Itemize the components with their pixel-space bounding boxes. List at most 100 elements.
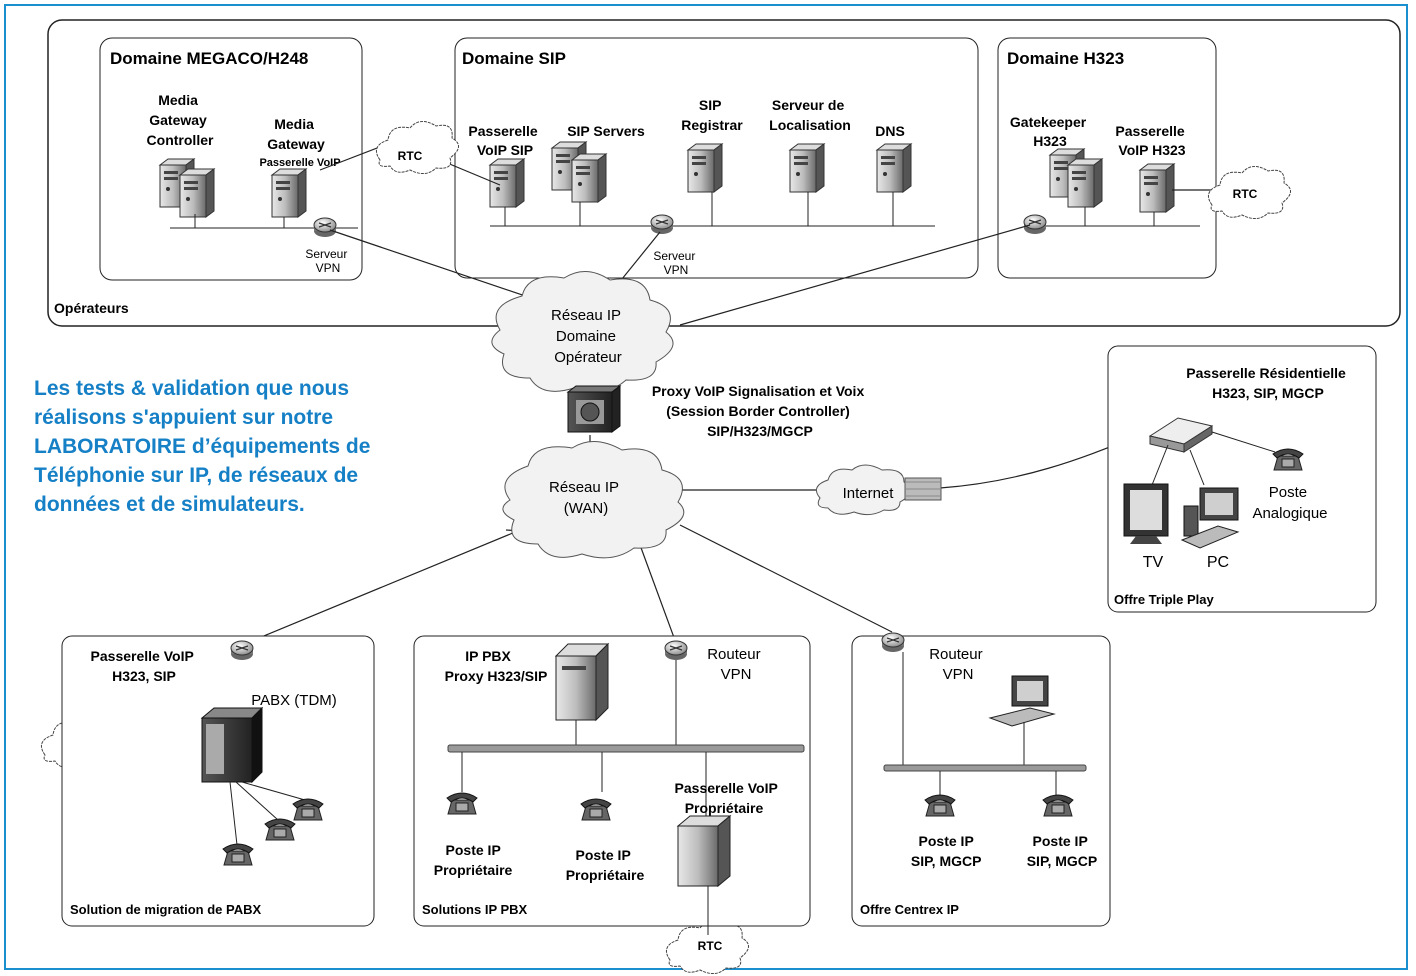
ippbx-router-icon [664, 640, 688, 661]
h323-passerelle-icon [1139, 163, 1175, 213]
sip-servers-label: SIP Servers [567, 123, 645, 139]
megaco-vpn-label-2: VPN [316, 261, 341, 275]
sip-vpn-router-icon [650, 214, 674, 235]
svg-text:Media Gateway: Media Gateway [267, 116, 325, 152]
ippbx-box: IP PBX Proxy H323/SIP Routeur VPN Poste … [413, 635, 811, 935]
tv-label: TV [1143, 554, 1164, 571]
pabx-passerelle-label-1: Passerelle VoIP [91, 648, 194, 664]
megaco-passerelle-label: Passerelle VoIP [259, 157, 340, 169]
ippbx-poste-2-label-1: Poste IP [576, 847, 631, 863]
proxy-label-2: (Session Border Controller) [666, 403, 850, 419]
sip-server-2-icon [571, 153, 607, 203]
ippbx-passerelle-icon [676, 814, 732, 888]
centrex-phone-2-icon [1042, 794, 1074, 817]
centrex-router-icon [881, 632, 905, 653]
pc-icon [1180, 487, 1240, 549]
svg-text:Passerelle VoIP Propriét: Passerelle VoIP Propriétaire [675, 780, 782, 816]
ip-operator-cloud: Réseau IP Domaine Opérateur [491, 271, 674, 393]
intro-text: Les tests & validation que nous réalison… [34, 377, 371, 516]
pabx-phone-2-icon [264, 818, 296, 841]
internet-label: Internet [843, 485, 895, 502]
svg-text:Réseau IP (WAN): Réseau IP (WAN) [549, 479, 623, 517]
poste-analogique-label-2: Analogique [1252, 505, 1327, 522]
wan-label-2: (WAN) [564, 500, 608, 517]
ippbx-poste-1-label-2: Propriétaire [434, 862, 513, 878]
ippbx-passerelle-label-1: Passerelle VoIP [675, 780, 778, 796]
svg-text:Poste IP Propriétaire: Poste IP Propriétaire Poste IP Propriéta… [434, 842, 645, 883]
svg-text:Poste Analogique: Poste Analogique [1252, 484, 1327, 522]
svg-text:Routeur VPN: Routeur VPN [929, 646, 987, 683]
centrex-poste-2-label-1: Poste IP [1033, 833, 1088, 849]
rtc-cloud-2: RTC [1207, 166, 1291, 219]
pabx-label: PABX (TDM) [251, 692, 337, 709]
ip-operator-label-3: Opérateur [554, 349, 622, 366]
pabx-box: Passerelle VoIP H323, SIP PABX (TDM) Sol… [61, 635, 375, 927]
centrex-phone-1-icon [924, 794, 956, 817]
ippbx-phone-1-icon [446, 792, 478, 815]
ippbx-poste-2-label-2: Propriétaire [566, 867, 645, 883]
dns-label: DNS [875, 123, 905, 139]
centrex-caption: Offre Centrex IP [860, 902, 959, 917]
triple-caption: Offre Triple Play [1114, 592, 1214, 607]
mg-label-2: Gateway [267, 136, 325, 152]
sip-domain: Domaine SIP Passerelle VoIP SIP SIP Serv… [454, 37, 979, 279]
centrex-poste-1-label-2: SIP, MGCP [911, 853, 981, 869]
sip-localisation-label-1: Serveur de [772, 97, 845, 113]
svg-text:Routeur VPN: Routeur VPN [707, 646, 765, 683]
gatekeeper-label-2: H323 [1033, 133, 1067, 149]
ippbx-poste-1-label-1: Poste IP [446, 842, 501, 858]
mgc-label-1: Media [158, 92, 198, 108]
svg-text:Passerelle VoIP H323, SI: Passerelle VoIP H323, SIP [91, 648, 198, 684]
rtc-label: RTC [1233, 187, 1258, 201]
sip-vpn-label-1: Serveur [653, 249, 695, 263]
h323-passerelle-label-2: VoIP H323 [1118, 142, 1185, 158]
centrex-box: Routeur VPN Poste IP SIP, MGCP Poste IP … [851, 632, 1111, 927]
centrex-routeur-label-1: Routeur [929, 646, 982, 663]
sip-vpn-label-2: VPN [664, 263, 689, 277]
rtc-cloud-1: RTC [375, 121, 459, 174]
wan-cloud: Réseau IP (WAN) [502, 441, 685, 559]
sip-registrar-icon [687, 143, 723, 193]
tv-icon [1123, 483, 1169, 544]
svg-text:Réseau IP Domaine: Réseau IP Domaine Opérateur [551, 307, 625, 366]
mg-label-1: Media [274, 116, 314, 132]
gatekeeper-2-icon [1067, 158, 1103, 208]
triple-play-box: Passerelle Résidentielle H323, SIP, MGCP… [1107, 345, 1377, 613]
operators-label: Opérateurs [54, 300, 129, 316]
analog-phone-icon [1272, 448, 1304, 471]
pc-label: PC [1207, 554, 1229, 571]
svg-text:IP PBX Proxy H323/SIP: IP PBX Proxy H323/SIP [445, 648, 548, 684]
proxy-label-1: Proxy VoIP Signalisation et Voix [652, 383, 865, 399]
pabx-passerelle-label-2: H323, SIP [112, 668, 176, 684]
ippbx-routeur-label-1: Routeur [707, 646, 760, 663]
gatekeeper-label-1: Gatekeeper [1010, 114, 1087, 130]
pabx-phone-3-icon [292, 798, 324, 821]
internet-cloud: Internet [815, 464, 942, 516]
svg-text:Poste IP SIP, MGCP: Poste IP SIP, MGCP Poste IP SIP, MGCP [911, 833, 1097, 869]
centrex-poste-1-label-1: Poste IP [919, 833, 974, 849]
triple-title-1: Passerelle Résidentielle [1186, 365, 1346, 381]
ippbx-label-1: IP PBX [465, 648, 511, 664]
svg-text:SIP Registrar: SIP Registrar [681, 97, 743, 133]
rtc-label: RTC [698, 939, 723, 953]
megaco-domain: Domaine MEGACO/H248 Media Gateway Contro… [99, 37, 363, 281]
ippbx-routeur-label-2: VPN [721, 666, 752, 683]
svg-text:Passerelle VoIP H323: Passerelle VoIP H323 [1115, 123, 1188, 158]
sbc-icon [566, 385, 622, 433]
ip-operator-label-2: Domaine [556, 328, 616, 345]
ippbx-label-2: Proxy H323/SIP [445, 668, 548, 684]
svg-text:Passerelle Résidentielle: Passerelle Résidentielle H323, SIP, MGCP [1186, 365, 1349, 401]
svg-text:Gatekeeper H323: Gatekeeper H323 [1010, 114, 1090, 149]
h323-router-icon [1023, 214, 1047, 235]
ippbx-passerelle-label-2: Propriétaire [685, 800, 764, 816]
h323-domain-title: Domaine H323 [1007, 49, 1124, 68]
ippbx-server-icon [554, 642, 610, 722]
sip-localisation-label-2: Localisation [769, 117, 851, 133]
megaco-vpn-router-icon [313, 217, 337, 238]
pabx-caption: Solution de migration de PABX [70, 902, 261, 917]
rtc-cloud-4: RTC [665, 921, 749, 974]
ip-operator-label-1: Réseau IP [551, 307, 621, 324]
svg-text:Serveur VPN: Serveur VPN [305, 247, 350, 275]
svg-text:Serveur de Localisatio: Serveur de Localisation [769, 97, 851, 133]
